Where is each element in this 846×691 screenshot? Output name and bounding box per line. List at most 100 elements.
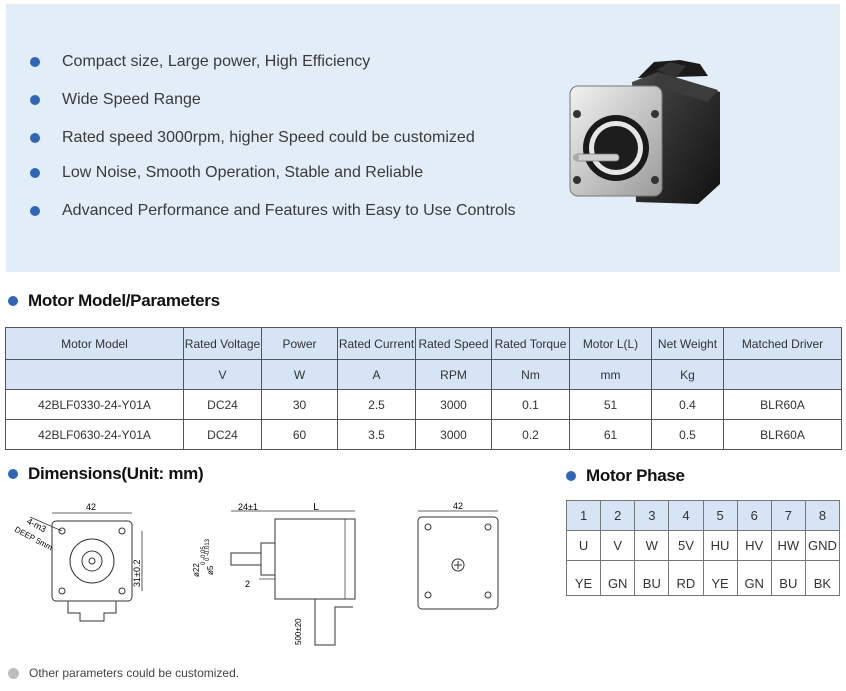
phase-number-cell: 3: [634, 500, 670, 531]
table-cell: 0.4: [651, 389, 724, 420]
rear-view-drawing: 42: [417, 501, 499, 610]
table-cell: 3000: [415, 389, 492, 420]
footer-note: Other parameters could be customized.: [8, 666, 239, 680]
phase-color-cell: BK: [804, 560, 841, 596]
dim-label: 42: [453, 501, 463, 511]
table-header-cell: Rated Speed: [415, 327, 492, 360]
phase-color-cell: GN: [600, 560, 636, 596]
phase-signal-cell: GND: [804, 530, 841, 561]
bullet-icon: [8, 469, 18, 479]
phase-color-cell: YE: [702, 560, 738, 596]
dim-label: 31±0.2: [132, 560, 142, 587]
table-cell: 0.5: [651, 419, 724, 450]
front-view-drawing: 42 4-m3 DEEP 5mm 31±0.2: [13, 502, 143, 622]
feature-item: Advanced Performance and Features with E…: [30, 202, 516, 220]
dim-label: 42: [86, 502, 96, 512]
motor-parameters-table: Motor Model Rated Voltage Power Rated Cu…: [5, 327, 842, 450]
phase-number-row: 1 2 3 4 5 6 7 8: [565, 500, 841, 531]
table-unit-cell: mm: [569, 359, 652, 390]
table-row: 42BLF0630-24-Y01A DC24 60 3.5 3000 0.2 6…: [5, 419, 842, 450]
feature-text: Compact size, Large power, High Efficien…: [62, 53, 371, 70]
phase-number-cell: 1: [565, 500, 602, 531]
bullet-icon: [30, 206, 40, 216]
bullet-icon: [30, 168, 40, 178]
bullet-icon: [8, 667, 19, 679]
table-header-cell: Motor Model: [5, 327, 184, 360]
section-title-model: Motor Model/Parameters: [8, 291, 220, 311]
phase-number-cell: 6: [736, 500, 772, 531]
section-title-text: Motor Phase: [586, 466, 685, 485]
phase-number-cell: 8: [804, 500, 841, 531]
table-cell: 30: [261, 389, 338, 420]
table-header-cell: Matched Driver: [723, 327, 842, 360]
table-cell: 42BLF0330-24-Y01A: [5, 389, 184, 420]
table-cell: DC24: [183, 389, 262, 420]
table-cell: 0.2: [491, 419, 570, 450]
table-unit-cell: RPM: [415, 359, 492, 390]
table-cell: 0.1: [491, 389, 570, 420]
feature-text: Low Noise, Smooth Operation, Stable and …: [62, 164, 424, 181]
section-title-dimensions: Dimensions(Unit: mm): [8, 464, 204, 484]
motor-image: [569, 60, 720, 204]
table-unit-cell: W: [261, 359, 338, 390]
table-header-cell: Rated Torque: [491, 327, 570, 360]
dim-label: 0 -0.05: [201, 546, 207, 565]
dim-label: 500±20: [294, 618, 303, 645]
phase-color-cell: RD: [668, 560, 704, 596]
table-cell: 3000: [415, 419, 492, 450]
phase-signal-cell: V: [600, 530, 636, 561]
table-cell: 61: [569, 419, 652, 450]
dim-label: L: [313, 502, 319, 513]
dim-label: ø5: [206, 565, 215, 575]
table-unit-cell: A: [337, 359, 416, 390]
phase-color-cell: BU: [634, 560, 670, 596]
table-cell: BLR60A: [723, 419, 842, 450]
footer-text: Other parameters could be customized.: [29, 666, 240, 680]
phase-signal-cell: HU: [702, 530, 738, 561]
table-cell: 51: [569, 389, 652, 420]
feature-item: Compact size, Large power, High Efficien…: [30, 53, 370, 71]
motor-phase-table: 1 2 3 4 5 6 7 8 U V W 5V HU HV HW GND YE…: [565, 500, 841, 596]
phase-signal-cell: HW: [770, 530, 806, 561]
table-header-cell: Rated Voltage: [183, 327, 262, 360]
table-header-cell: Power: [261, 327, 338, 360]
phase-color-cell: GN: [736, 560, 772, 596]
table-cell: 3.5: [337, 419, 416, 450]
phase-signal-row: U V W 5V HU HV HW GND: [565, 530, 841, 561]
side-view-drawing: 24±1 L 2 ø22 0 -0.05 ø5 0 -0.013 500±20: [192, 502, 356, 646]
dim-label: 0 -0.013: [205, 538, 211, 561]
table-header-row: Motor Model Rated Voltage Power Rated Cu…: [5, 327, 842, 360]
section-title-text: Motor Model/Parameters: [28, 291, 220, 310]
table-row: 42BLF0330-24-Y01A DC24 30 2.5 3000 0.1 5…: [5, 389, 842, 420]
phase-number-cell: 4: [668, 500, 704, 531]
table-units-row: V W A RPM Nm mm Kg: [5, 359, 842, 390]
feature-item: Rated speed 3000rpm, higher Speed could …: [30, 129, 475, 147]
phase-signal-cell: HV: [736, 530, 772, 561]
phase-number-cell: 7: [770, 500, 806, 531]
phase-number-cell: 5: [702, 500, 738, 531]
table-unit-cell: Kg: [651, 359, 724, 390]
table-unit-cell: V: [183, 359, 262, 390]
table-cell: 60: [261, 419, 338, 450]
dim-label: ø22: [192, 563, 201, 577]
table-cell: DC24: [183, 419, 262, 450]
table-unit-cell: Nm: [491, 359, 570, 390]
table-cell: 2.5: [337, 389, 416, 420]
phase-signal-cell: U: [565, 530, 602, 561]
phase-color-row: YE GN BU RD YE GN BU BK: [565, 560, 841, 596]
table-header-cell: Rated Current: [337, 327, 416, 360]
feature-text: Rated speed 3000rpm, higher Speed could …: [62, 129, 475, 146]
phase-number-cell: 2: [600, 500, 636, 531]
bullet-icon: [8, 296, 18, 306]
section-title-text: Dimensions(Unit: mm): [28, 464, 204, 483]
table-header-cell: Net Weight: [651, 327, 724, 360]
dim-label: 24±1: [238, 502, 258, 512]
table-cell: BLR60A: [723, 389, 842, 420]
phase-signal-cell: W: [634, 530, 670, 561]
bullet-icon: [30, 133, 40, 143]
section-title-phase: Motor Phase: [566, 466, 685, 486]
feature-text: Wide Speed Range: [62, 91, 201, 108]
feature-text: Advanced Performance and Features with E…: [62, 202, 516, 219]
dim-label: 2: [245, 579, 250, 589]
table-unit-cell: [723, 359, 842, 390]
